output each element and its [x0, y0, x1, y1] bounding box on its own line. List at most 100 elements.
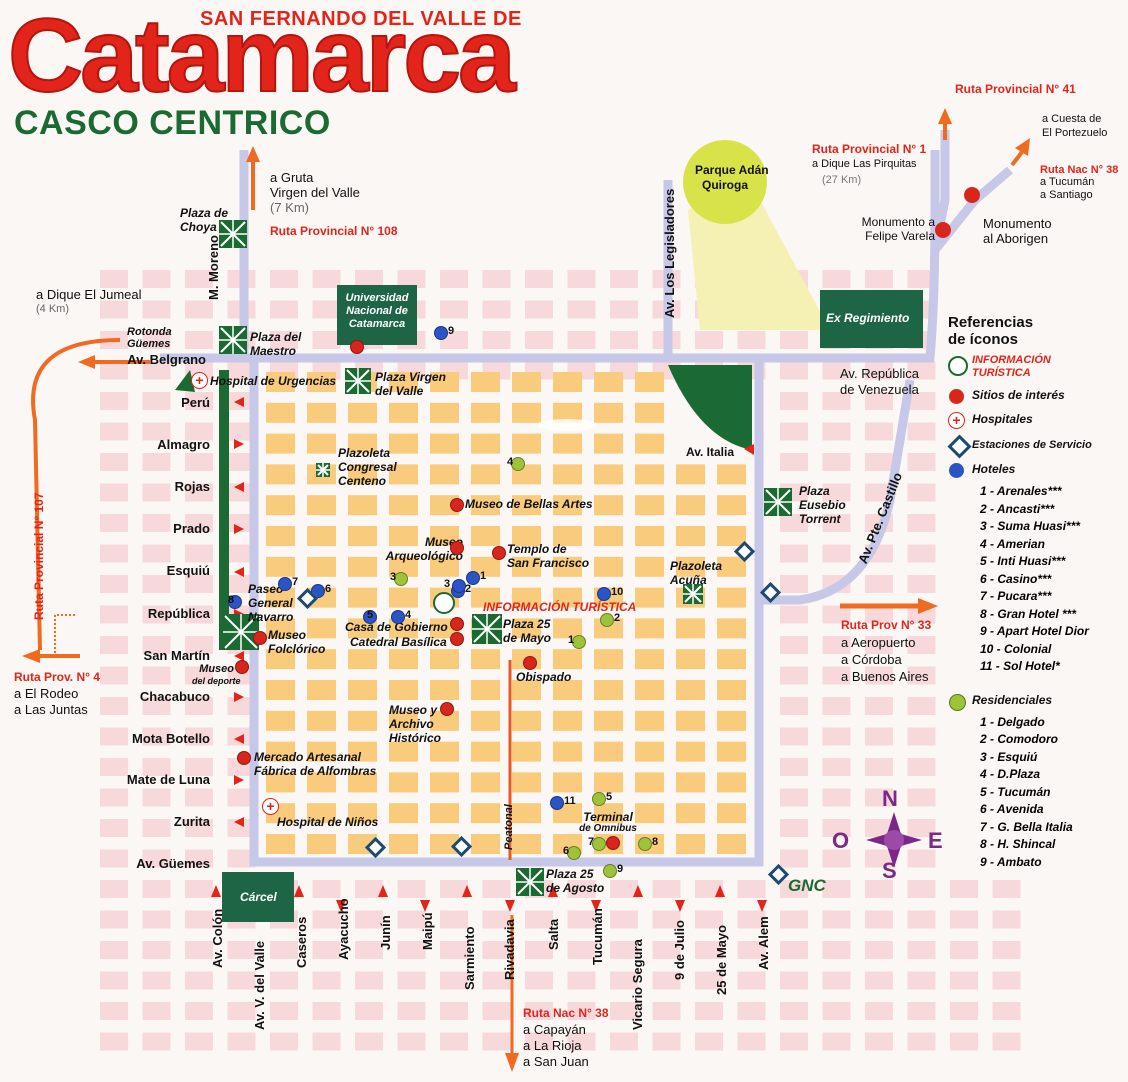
- residencial-5-marker[interactable]: [592, 792, 606, 806]
- informacion-turistica-label[interactable]: INFORMACIÓN TURÍSTICA: [483, 600, 637, 614]
- plazoleta-acuna[interactable]: Plazoleta Acuña: [670, 559, 722, 587]
- monumento-varela[interactable]: Monumento a Felipe Varela: [855, 215, 935, 243]
- street-maip-[interactable]: Maipú: [420, 912, 435, 950]
- hospital-ninos-icon[interactable]: +: [262, 798, 279, 815]
- plaza-25-de-agosto[interactable]: Plaza 25 de Agosto: [546, 867, 604, 895]
- plaza-25-agosto-icon[interactable]: [516, 868, 544, 896]
- street-jun-n[interactable]: Junín: [378, 915, 393, 950]
- hospital-urgencias-icon[interactable]: +: [191, 372, 208, 389]
- plaza-virgen-icon[interactable]: [345, 368, 371, 394]
- museo-archivo-historico[interactable]: Museo y Archivo Histórico: [389, 703, 441, 745]
- monumento-aborigen-dot[interactable]: [964, 187, 980, 203]
- gnc-label[interactable]: GNC: [788, 876, 826, 895]
- paseo-general-navarro[interactable]: Paseo General Navarro: [248, 582, 293, 624]
- street-sarmiento[interactable]: Sarmiento: [462, 926, 477, 990]
- street-almagro[interactable]: Almagro: [157, 437, 210, 452]
- street-9-de-julio[interactable]: 9 de Julio: [672, 920, 687, 980]
- plazoleta-acuna-icon[interactable]: [683, 584, 703, 604]
- site-universidad-dot[interactable]: [350, 340, 364, 354]
- catedral-basilica[interactable]: Catedral Basílica: [350, 635, 447, 649]
- museo-folclorico[interactable]: Museo Folclórico: [268, 628, 325, 656]
- residencial-8-marker[interactable]: [638, 837, 652, 851]
- monumento-varela-dot[interactable]: [935, 222, 951, 238]
- site-mercado-dot[interactable]: [237, 751, 251, 765]
- museo-arqueologico[interactable]: Museo Arqueológico: [385, 535, 463, 563]
- street-av-belgrano[interactable]: Av. Belgrano: [127, 352, 206, 367]
- street-san-mart-n[interactable]: San Martín: [143, 648, 210, 663]
- universidad-label[interactable]: Universidad Nacional de Catamarca: [341, 292, 413, 331]
- plaza-eusebio-icon[interactable]: [764, 488, 792, 516]
- street-rojas[interactable]: Rojas: [174, 479, 210, 494]
- street-av-v-del-valle[interactable]: Av. V. del Valle: [252, 940, 267, 1030]
- residencial-9-marker[interactable]: [603, 864, 617, 878]
- info-turistica-icon[interactable]: [433, 592, 455, 614]
- hospital-urgencias[interactable]: Hospital de Urgencias: [210, 374, 337, 388]
- residencial-6-marker[interactable]: [567, 846, 581, 860]
- hotel-5-marker[interactable]: [363, 610, 377, 624]
- site-catedral-dot[interactable]: [450, 632, 464, 646]
- hotel-11-marker[interactable]: [550, 796, 564, 810]
- paseo-navarro-icon[interactable]: [223, 614, 259, 650]
- plaza-25-de-mayo[interactable]: Plaza 25 de Mayo: [503, 617, 551, 645]
- street-chacabuco[interactable]: Chacabuco: [139, 689, 210, 704]
- templo-san-francisco[interactable]: Templo de San Francisco: [507, 542, 589, 570]
- museo-bellas-artes[interactable]: Museo de Bellas Artes: [465, 497, 593, 511]
- street-salta[interactable]: Salta: [546, 918, 561, 950]
- street-caseros[interactable]: Caseros: [294, 916, 309, 968]
- plaza-choya[interactable]: Plaza de Choya: [180, 206, 228, 234]
- hospital-de-ninos[interactable]: Hospital de Niños: [277, 815, 379, 829]
- hotel-3-marker[interactable]: [452, 579, 466, 593]
- hotel-9-marker[interactable]: [434, 326, 448, 340]
- street-peatonal[interactable]: Peatonal: [503, 804, 515, 850]
- street-rep-blica[interactable]: República: [147, 606, 210, 621]
- site-obispado-dot[interactable]: [523, 656, 537, 670]
- plazoleta-congresal-icon[interactable]: [316, 463, 330, 477]
- carcel-label[interactable]: Cárcel: [240, 890, 277, 904]
- residencial-1-marker[interactable]: [572, 635, 586, 649]
- mercado-artesanal[interactable]: Mercado Artesanal Fábrica de Alfombras: [254, 750, 376, 778]
- obispado[interactable]: Obispado: [516, 670, 572, 684]
- hotel-7-marker[interactable]: [278, 577, 292, 591]
- ex-regimiento-label[interactable]: Ex Regimiento: [826, 311, 910, 325]
- monumento-aborigen[interactable]: Monumento al Aborigen: [983, 216, 1052, 246]
- plaza-del-maestro[interactable]: Plaza del Maestro: [250, 330, 301, 358]
- street-rivadavia[interactable]: Rivadavia: [502, 919, 517, 980]
- street-vicario-segura[interactable]: Vicario Segura: [630, 939, 645, 1030]
- plaza-virgen-del-valle[interactable]: Plaza Virgen del Valle: [375, 370, 446, 398]
- site-bellas-artes-dot[interactable]: [450, 498, 464, 512]
- street-zurita[interactable]: Zurita: [173, 814, 210, 829]
- street-mate-de-luna[interactable]: Mate de Luna: [126, 772, 210, 787]
- hotel-1-marker[interactable]: [466, 571, 480, 585]
- rotonda-guemes[interactable]: Rotonda Güemes: [127, 326, 172, 350]
- residencial-4-marker[interactable]: [511, 457, 525, 471]
- site-arqueologico-dot[interactable]: [450, 541, 464, 555]
- residencial-7-marker[interactable]: [592, 837, 606, 851]
- museo-del-deporte[interactable]: Museo del deporte: [192, 663, 241, 687]
- site-museo-deporte-dot[interactable]: [235, 660, 249, 674]
- street-prado[interactable]: Prado: [173, 521, 210, 536]
- site-terminal-dot[interactable]: [606, 836, 620, 850]
- street-esqui-[interactable]: Esquiú: [166, 563, 210, 578]
- site-archivo-dot[interactable]: [440, 702, 454, 716]
- residencial-2-marker[interactable]: [600, 613, 614, 627]
- street-av-alem[interactable]: Av. Alem: [756, 916, 771, 970]
- plaza-eusebio-torrent[interactable]: Plaza Eusebio Torrent: [799, 484, 846, 526]
- street-legisladores[interactable]: Av. Los Legisladores: [662, 188, 677, 318]
- street-per-[interactable]: Perú: [181, 395, 210, 410]
- street-25-de-mayo[interactable]: 25 de Mayo: [714, 924, 729, 995]
- site-templo-dot[interactable]: [492, 546, 506, 560]
- street-venezuela[interactable]: Av. República de Venezuela: [840, 366, 919, 398]
- street-av-g-emes[interactable]: Av. Güemes: [136, 856, 210, 871]
- hotel-8-marker[interactable]: [228, 595, 242, 609]
- plazoleta-congresal-centeno[interactable]: Plazoleta Congresal Centeno: [338, 446, 397, 488]
- residencial-3-marker[interactable]: [394, 572, 408, 586]
- street-av-col-n[interactable]: Av. Colón: [210, 908, 225, 968]
- plaza-maestro-icon[interactable]: [219, 326, 247, 354]
- terminal-omnibus[interactable]: Terminal de Omnibus: [578, 811, 638, 835]
- plaza-choya-icon[interactable]: [219, 220, 247, 248]
- plaza-25-mayo-icon[interactable]: [472, 614, 502, 644]
- street-ayacucho[interactable]: Ayacucho: [336, 898, 351, 960]
- street-mota-botello[interactable]: Mota Botello: [132, 731, 210, 746]
- hotel-10-marker[interactable]: [597, 587, 611, 601]
- street-italia[interactable]: Av. Italia: [686, 445, 735, 459]
